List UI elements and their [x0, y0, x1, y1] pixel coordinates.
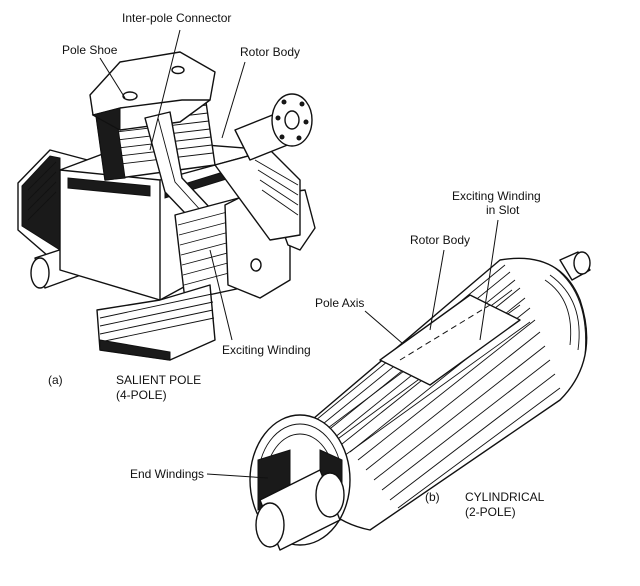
- caption-a-letter: (a): [48, 373, 63, 387]
- shaft-right-flange: [234, 93, 313, 161]
- label-end-windings: End Windings: [130, 467, 204, 481]
- bottom-pole: [96, 284, 216, 361]
- label-inter-pole-connector: Inter-pole Connector: [122, 11, 231, 25]
- leader-lines: [99, 29, 499, 479]
- back-right-pole: [214, 149, 301, 241]
- labels: Pole Shoe Inter-pole Connector Rotor Bod…: [48, 11, 545, 519]
- leader-exciting-winding: [209, 249, 233, 341]
- label-exciting-winding: Exciting Winding: [222, 343, 311, 357]
- salient-pole-rotor: [17, 51, 316, 361]
- caption-b-line1: CYLINDRICAL: [465, 490, 545, 504]
- leader-inter-pole-connector: [149, 29, 181, 151]
- shaft-front: [255, 469, 345, 551]
- caption-a-line1: SALIENT POLE: [116, 373, 201, 387]
- leader-pole-axis: [364, 310, 403, 344]
- leader-rotor-body-a: [221, 61, 246, 139]
- caption-a-line2: (4-POLE): [116, 388, 167, 402]
- shaft-back: [559, 251, 591, 281]
- cylinder-body: [299, 257, 588, 531]
- leader-pole-shoe: [99, 57, 126, 99]
- label-rotor-body-a: Rotor Body: [240, 45, 300, 59]
- caption-b-line2: (2-POLE): [465, 505, 516, 519]
- label-exciting-winding-slot-line1: Exciting Winding: [452, 189, 541, 203]
- leader-rotor-body-b: [429, 249, 445, 331]
- label-pole-shoe: Pole Shoe: [62, 43, 118, 57]
- cylindrical-rotor: [249, 251, 591, 551]
- label-rotor-body-b: Rotor Body: [410, 233, 470, 247]
- leader-exciting-winding-slot: [479, 219, 499, 341]
- leader-end-windings: [206, 473, 269, 479]
- label-pole-axis: Pole Axis: [315, 296, 364, 310]
- label-exciting-winding-slot-line2: in Slot: [486, 203, 520, 217]
- caption-b-letter: (b): [425, 490, 440, 504]
